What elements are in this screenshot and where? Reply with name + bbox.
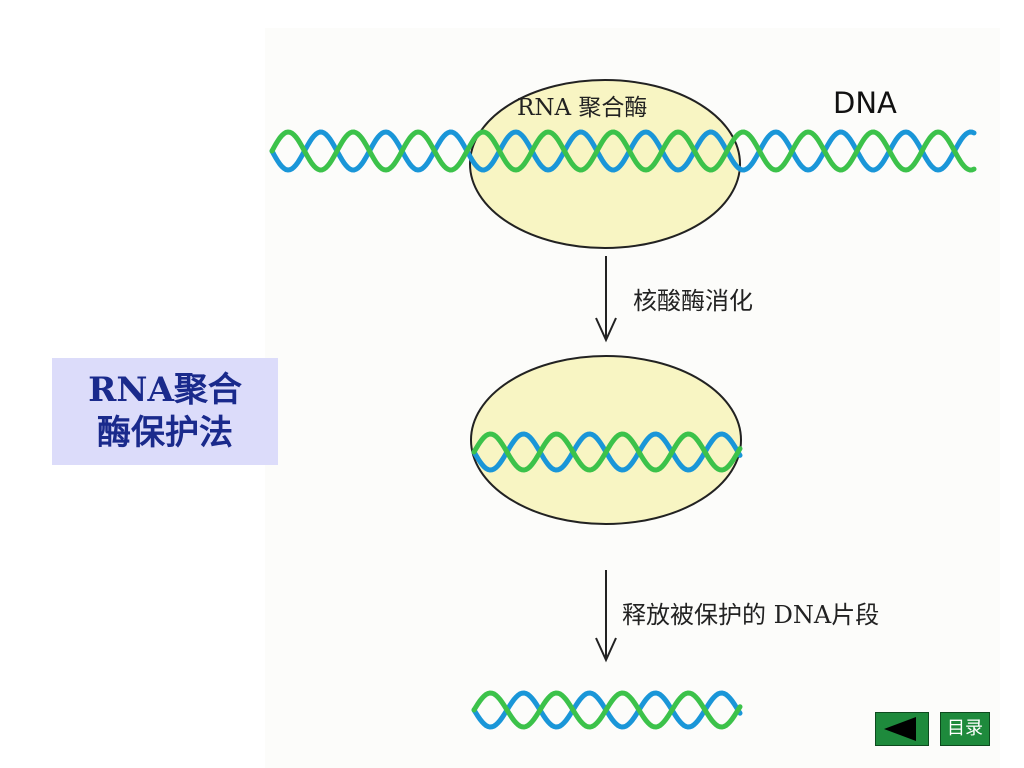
triangle-left-icon — [884, 717, 916, 741]
strand-green — [471, 690, 743, 730]
nuclease-digestion-label: 核酸酶消化 — [633, 287, 753, 315]
title-line-2: 酶保护法 — [97, 413, 233, 453]
release-fragment-label: 释放被保护的 DNA片段 — [622, 601, 880, 629]
dna-fragment-released — [471, 690, 743, 730]
polymerase-ellipse-middle — [470, 355, 742, 525]
dna-helix-top — [269, 129, 977, 173]
title-line-1: RNA聚合 — [88, 370, 242, 410]
dna-helix-protected — [471, 431, 743, 473]
polymerase-label: RNA 聚合酶 — [517, 95, 648, 121]
strand-green — [471, 431, 743, 473]
strand-green — [269, 129, 977, 173]
arrow-down-2 — [595, 570, 617, 663]
title-box: RNA聚合 酶保护法 — [52, 358, 278, 465]
toc-button[interactable]: 目录 — [940, 712, 990, 746]
arrow-down-1 — [595, 256, 617, 343]
back-button[interactable] — [875, 712, 929, 746]
dna-label: DNA — [833, 86, 897, 120]
